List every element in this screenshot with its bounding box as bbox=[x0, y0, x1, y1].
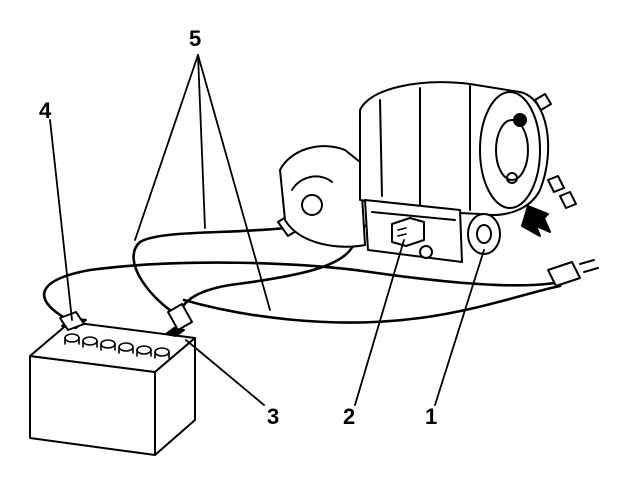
battery-cell-caps bbox=[64, 333, 170, 359]
battery bbox=[29, 317, 196, 456]
callout-3: 3 bbox=[267, 404, 280, 429]
starter-terminal bbox=[467, 213, 501, 255]
callout-1: 1 bbox=[425, 404, 438, 429]
positive-clip bbox=[167, 303, 193, 331]
starter-motor bbox=[279, 81, 577, 263]
callout-2: 2 bbox=[343, 404, 356, 429]
rotation-arrow bbox=[521, 205, 551, 237]
ground-plug bbox=[547, 259, 599, 287]
callout-5: 5 bbox=[189, 26, 202, 51]
leader-lines bbox=[49, 54, 485, 406]
callout-4: 4 bbox=[39, 98, 52, 123]
solenoid-connector bbox=[391, 217, 425, 247]
